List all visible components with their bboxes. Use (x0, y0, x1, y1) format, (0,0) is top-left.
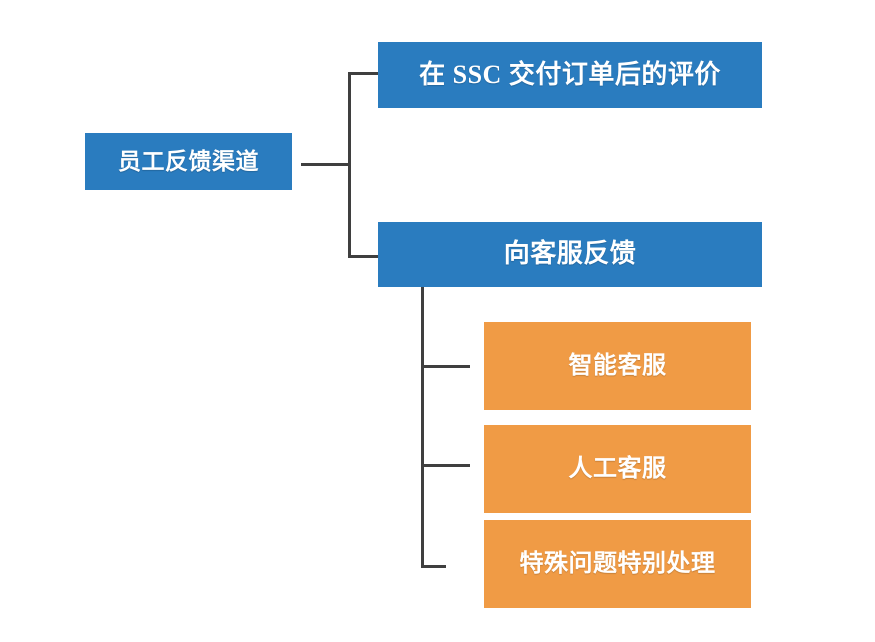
node-ai-service-label: 智能客服 (568, 352, 667, 379)
connector-root-to-bracket (301, 163, 351, 166)
connector-bracket-to-customer-service (348, 255, 380, 258)
connector-trunk-to-ai-service (421, 365, 470, 368)
connector-trunk-to-special-handling (421, 565, 446, 568)
node-root-label: 员工反馈渠道 (118, 148, 259, 174)
connector-customer-service-trunk (421, 287, 424, 568)
node-special-handling-label: 特殊问题特别处理 (519, 550, 716, 577)
node-root-employee-feedback-channel[interactable]: 员工反馈渠道 (85, 133, 292, 190)
node-customer-service-label: 向客服反馈 (503, 239, 637, 269)
node-human-service-label: 人工客服 (568, 455, 667, 482)
node-ai-service[interactable]: 智能客服 (484, 322, 751, 410)
node-ssc-evaluation-label: 在 SSC 交付订单后的评价 (419, 59, 721, 89)
node-special-handling[interactable]: 特殊问题特别处理 (484, 520, 751, 608)
node-ssc-evaluation[interactable]: 在 SSC 交付订单后的评价 (378, 42, 762, 108)
connector-bracket-to-ssc-evaluation (348, 72, 380, 75)
node-customer-service[interactable]: 向客服反馈 (378, 222, 762, 287)
connector-trunk-to-human-service (421, 464, 470, 467)
connector-bracket-spine (348, 72, 351, 258)
node-human-service[interactable]: 人工客服 (484, 425, 751, 513)
